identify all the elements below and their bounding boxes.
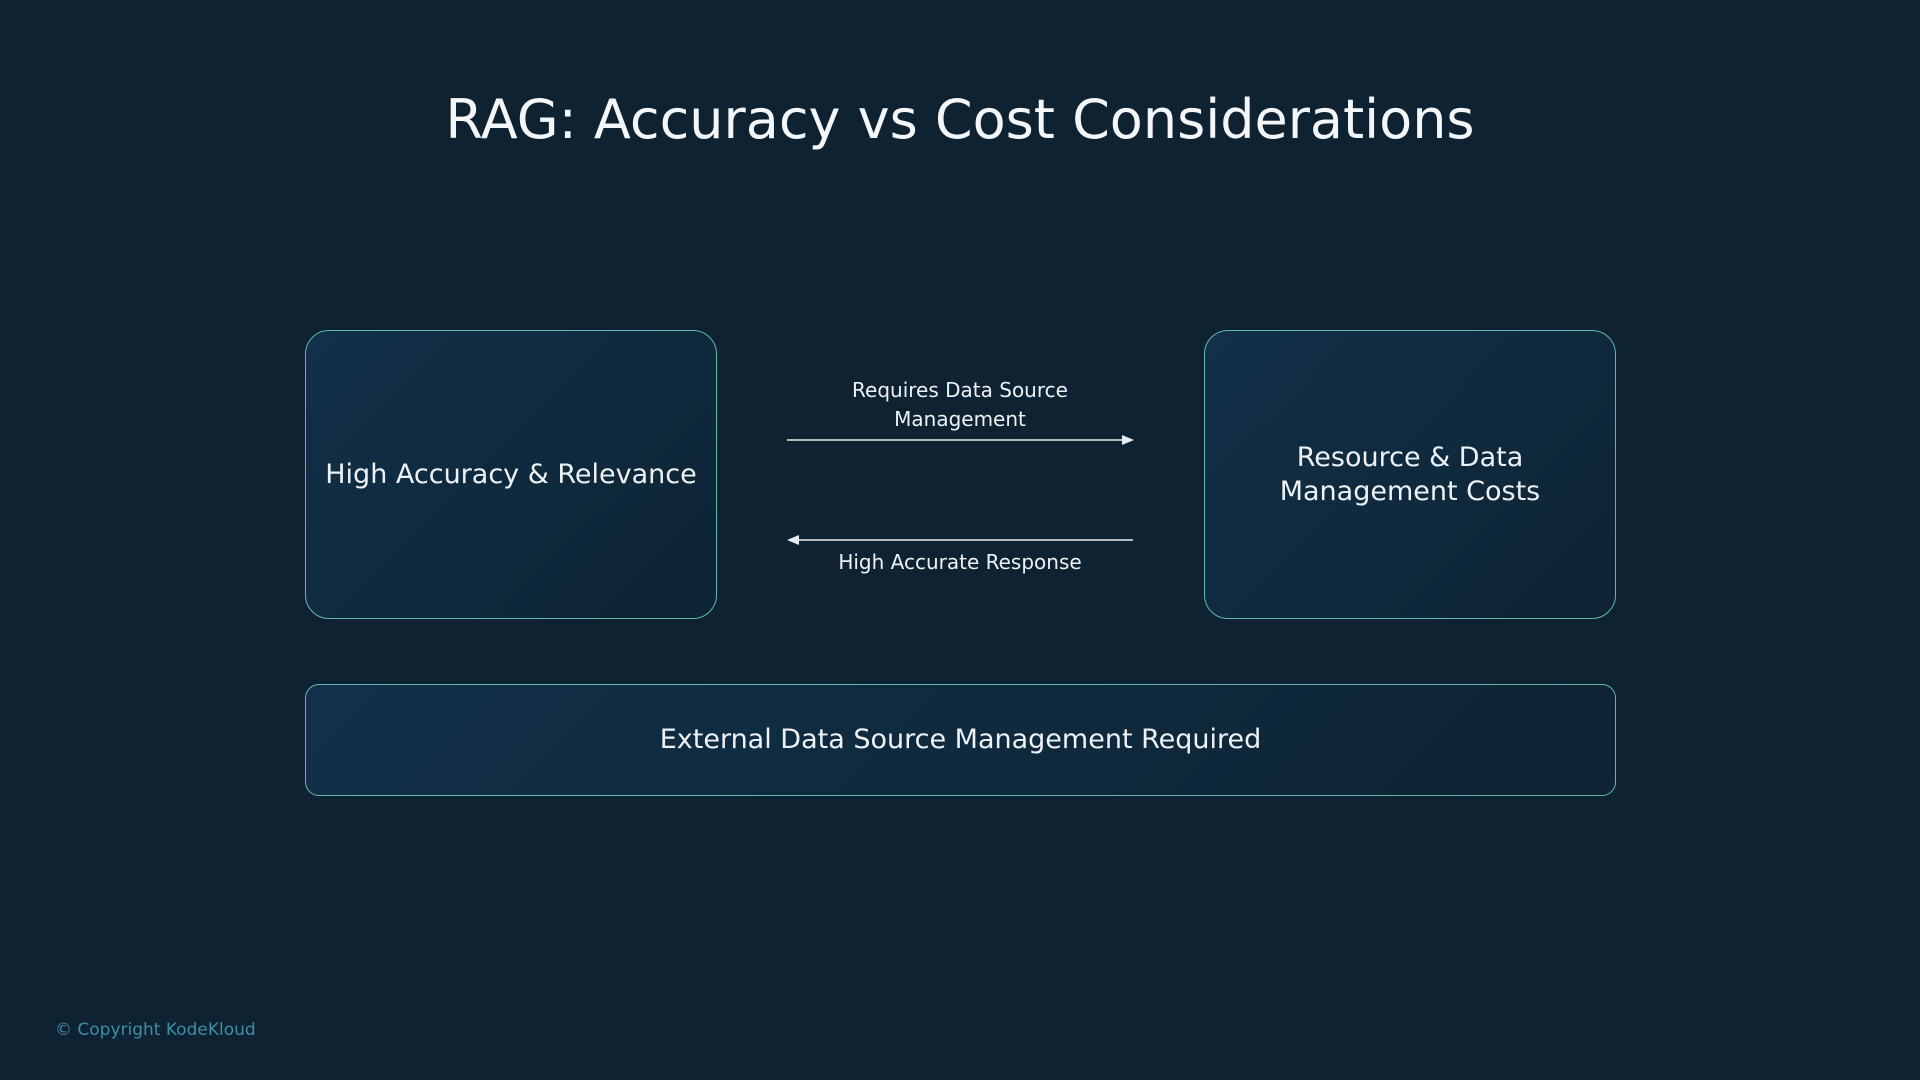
node-external-data: External Data Source Management Required [305, 684, 1616, 796]
copyright-footer: © Copyright KodeKloud [55, 1020, 256, 1040]
arrow-forward [787, 435, 1134, 445]
arrow-backward [787, 535, 1133, 545]
node-label: Resource & Data Management Costs [1279, 441, 1541, 507]
node-label: High Accuracy & Relevance [325, 458, 697, 490]
edge-label-backward: High Accurate Response [838, 550, 1082, 574]
node-high-accuracy: High Accuracy & Relevance [305, 330, 717, 619]
slide-title: RAG: Accuracy vs Cost Considerations [445, 88, 1475, 151]
edge-label-forward: Requires Data Source Management [852, 378, 1068, 431]
node-label: External Data Source Management Required [659, 724, 1262, 756]
node-resource-costs: Resource & Data Management Costs [1204, 330, 1616, 619]
